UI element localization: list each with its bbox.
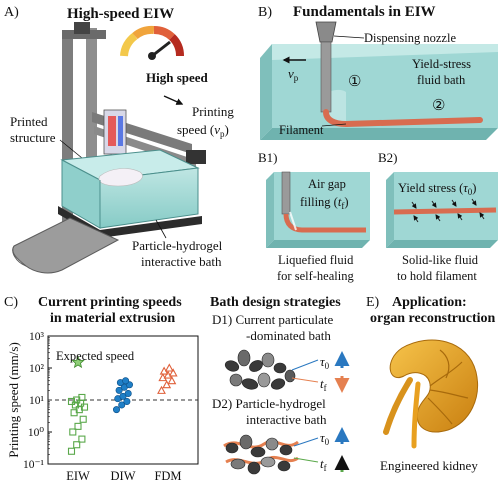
expected-speed-star <box>71 355 85 369</box>
eiw-point <box>67 447 76 455</box>
b1-caption-1: Liquefied fluid <box>278 253 354 267</box>
b2-caption-1: Solid-like fluid <box>402 253 479 267</box>
kidney-icon <box>383 339 478 449</box>
panel-a-letter: A) <box>4 5 19 20</box>
x-category-label: FDM <box>154 469 181 483</box>
fdm-point <box>164 363 174 372</box>
eiw-point <box>67 397 76 406</box>
eiw-point <box>80 403 89 411</box>
dispensing-nozzle-icon <box>315 21 337 113</box>
eiw-point <box>69 428 77 436</box>
diw-point <box>123 397 131 405</box>
fdm-point <box>168 368 178 377</box>
diw-point <box>122 377 130 385</box>
y-tick-label: 10² <box>29 363 45 375</box>
b1-caption-2: for self-healing <box>277 269 354 283</box>
speed-label-2: speed (vp) <box>177 122 229 139</box>
eiw-point <box>79 415 87 423</box>
panel-e-letter: E) <box>366 295 380 310</box>
y-tick-label: 10¹ <box>29 395 45 407</box>
y-tick-label: 10³ <box>29 331 45 343</box>
panel-a-title: High-speed EIW <box>67 6 174 22</box>
d2-particles-icon <box>223 434 299 475</box>
panel-c: C) Current printing speeds in material e… <box>4 295 199 483</box>
d1-tau-label: τ0 <box>320 354 330 371</box>
b1-inset <box>266 171 370 248</box>
eiw-point <box>74 422 82 430</box>
d1-particles-icon <box>224 349 296 390</box>
panel-e: E) Application: organ reconstruction Eng… <box>366 295 496 473</box>
diw-point <box>124 389 132 397</box>
x-category-label: EIW <box>66 469 90 483</box>
diw-point <box>113 406 121 414</box>
scatter-chart: 10⁻¹ 10⁰ 10¹ 10² 10³ EIW DIW FDM <box>23 331 198 483</box>
fdm-point <box>157 385 166 394</box>
panel-e-title-1: Application: <box>392 295 467 310</box>
bath-label-1: Particle-hydrogel <box>132 238 223 253</box>
conveyor-belt <box>12 217 120 274</box>
fdm-point <box>167 376 177 385</box>
yield-bath-label-2: fluid bath <box>417 73 466 87</box>
eiw-point <box>78 393 86 402</box>
structure-label-1: Printed <box>10 114 48 129</box>
bath-label-2: interactive bath <box>141 254 222 269</box>
speed-arrow-icon <box>163 95 184 105</box>
panel-c-title-2: in material extrusion <box>50 311 175 326</box>
d2-tf-label: tf <box>320 456 327 473</box>
d1-label-2: -dominated bath <box>246 328 331 343</box>
structure-label-2: structure <box>10 130 56 145</box>
region-2-marker: ② <box>432 98 445 114</box>
d1-label-1: D1) Current particulate <box>212 312 334 327</box>
speed-label-1: Printing <box>192 104 234 119</box>
filament-label: Filament <box>279 123 324 137</box>
kidney-caption: Engineered kidney <box>380 458 478 473</box>
eiw-point <box>78 435 86 443</box>
panel-b-title: Fundamentals in EIW <box>293 4 436 20</box>
d1-tf-label: tf <box>320 376 327 393</box>
d2-label-2: interactive bath <box>246 412 327 427</box>
yield-bath-label-1: Yield-stress <box>412 57 471 71</box>
diw-point <box>118 401 126 409</box>
panel-e-title-2: organ reconstruction <box>370 311 496 326</box>
nozzle-label: Dispensing nozzle <box>364 31 456 45</box>
gauge-label: High speed <box>146 70 209 85</box>
b1-label-2: filling (tf) <box>300 195 349 211</box>
panel-a: A) High-speed EIW High speed <box>4 5 234 274</box>
d2-label-1: D2) Particle-hydrogel <box>212 396 326 411</box>
b1-letter: B1) <box>258 150 278 165</box>
panel-c-letter: C) <box>4 295 18 310</box>
d2-tau-label: τ0 <box>320 430 330 447</box>
panel-d-title: Bath design strategies <box>210 295 341 310</box>
region-1-marker: ① <box>348 74 361 90</box>
panel-b: B) Fundamentals in EIW Dispensing nozzle… <box>258 4 498 283</box>
diw-point <box>115 386 123 394</box>
y-tick-label: 10⁰ <box>28 427 45 439</box>
panel-d: Bath design strategies D1) Current parti… <box>210 295 350 475</box>
b1-label-1: Air gap <box>308 177 346 191</box>
b2-label: Yield stress (τ0) <box>398 181 476 197</box>
speed-gauge-icon <box>120 25 185 60</box>
velocity-label: vp <box>288 66 299 83</box>
panel-c-title-1: Current printing speeds <box>38 295 182 310</box>
x-category-label: DIW <box>111 469 136 483</box>
expected-speed-annotation: Expected speed <box>56 349 135 363</box>
fdm-point <box>162 380 172 389</box>
y-axis-label: Printing speed (mm/s) <box>6 342 21 458</box>
eiw-point <box>73 441 81 449</box>
b2-inset <box>386 172 498 248</box>
panel-b-letter: B) <box>258 5 272 20</box>
b2-caption-2: to hold filament <box>397 269 477 283</box>
diw-point <box>119 392 127 400</box>
y-tick-label: 10⁻¹ <box>23 459 45 471</box>
b2-letter: B2) <box>378 150 398 165</box>
